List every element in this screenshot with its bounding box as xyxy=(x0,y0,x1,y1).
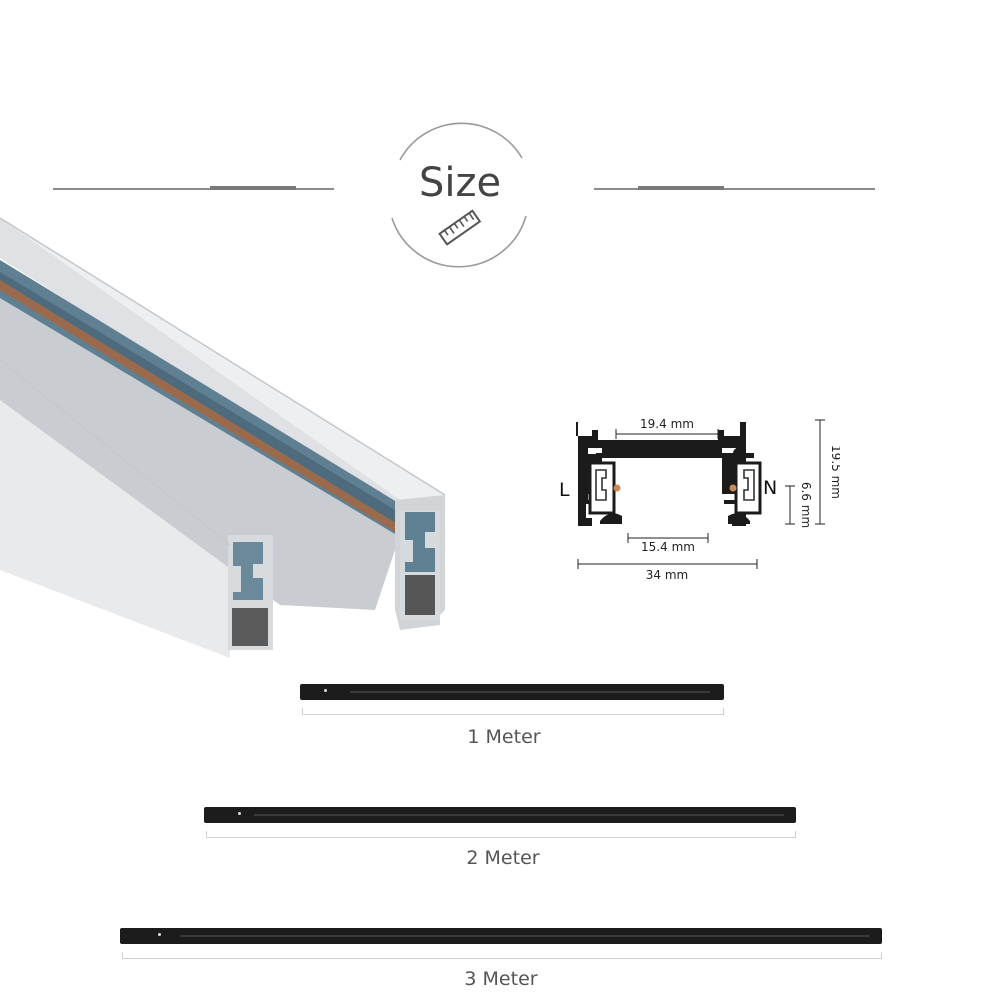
rail-groove xyxy=(180,935,870,937)
length-label-1: 1 Meter xyxy=(467,726,541,748)
rail-shadow-line xyxy=(122,952,882,959)
rail-end-dot xyxy=(324,689,327,692)
dimension-bottom-width: 15.4 mm xyxy=(641,540,695,554)
rail-shadow-line xyxy=(302,708,724,715)
profile-diagram: 19.4 mm 15.4 mm 34 mm 19.5 mm 6.6 mm L N xyxy=(559,417,840,582)
rail-shadow-line xyxy=(206,831,796,838)
label-right: N xyxy=(763,477,777,499)
dimension-total-width: 34 mm xyxy=(646,568,688,582)
rail-end-dot xyxy=(158,933,161,936)
header-line-right-accent xyxy=(638,186,724,190)
rail-1-meter xyxy=(300,684,724,716)
track-rail-render xyxy=(0,217,446,658)
label-left: L xyxy=(559,479,570,501)
length-label-2: 2 Meter xyxy=(466,847,540,869)
rail-2-meter xyxy=(204,807,796,839)
dimension-total-height: 19.5 mm xyxy=(829,445,840,499)
length-label-3: 3 Meter xyxy=(464,968,538,990)
header-circle xyxy=(391,122,527,268)
rail-groove xyxy=(254,814,784,816)
header-line-right xyxy=(594,188,875,190)
ruler-icon xyxy=(438,209,482,246)
page-title: Size xyxy=(418,160,502,206)
rail-end-dot xyxy=(238,812,241,815)
header-line-left-accent xyxy=(210,186,296,190)
header-line-left xyxy=(53,188,334,190)
rail-groove xyxy=(350,691,710,693)
dimension-top-width: 19.4 mm xyxy=(640,417,694,431)
rail-3-meter xyxy=(120,928,882,960)
dimension-inner-height: 6.6 mm xyxy=(799,482,813,528)
